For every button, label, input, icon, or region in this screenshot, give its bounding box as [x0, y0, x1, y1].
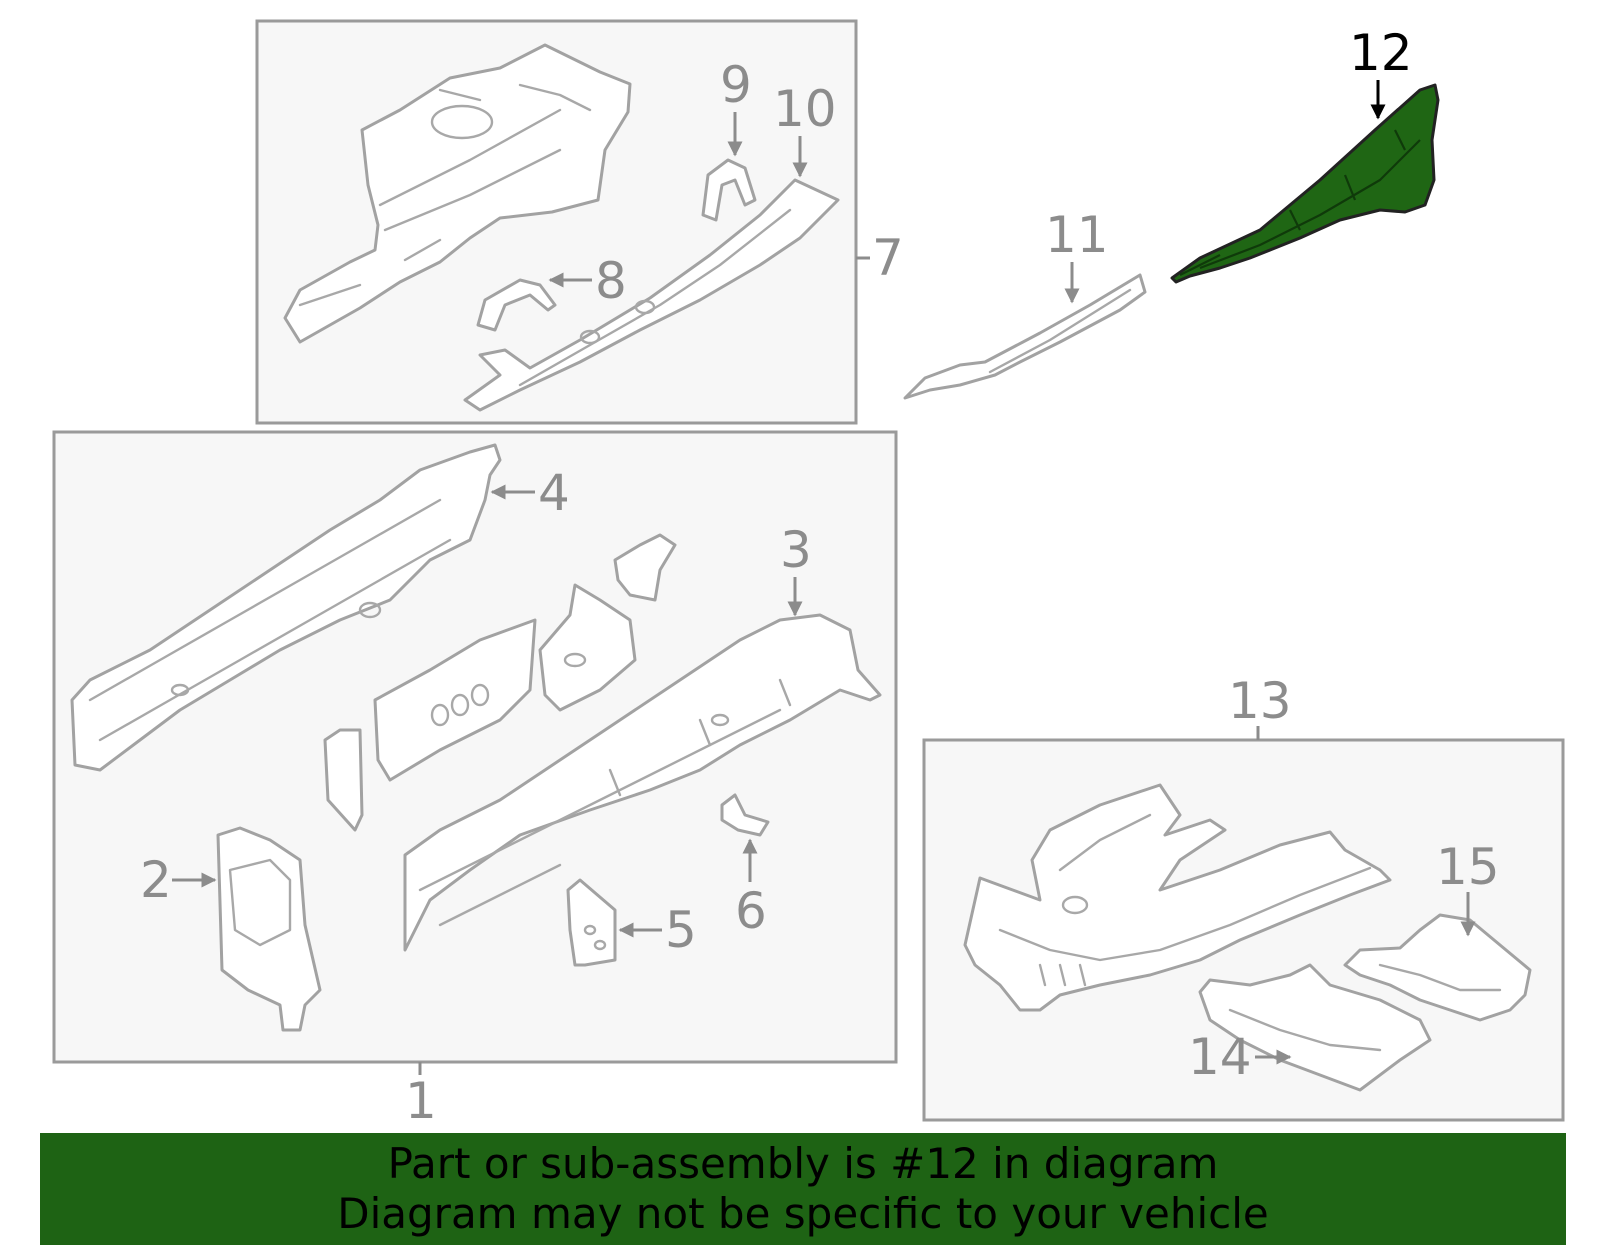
part-12-highlighted[interactable] [1170, 83, 1440, 284]
part-4-rail[interactable] [70, 443, 502, 772]
part-13-floor-assembly[interactable] [963, 783, 1392, 1012]
part-reinforcement-left[interactable] [323, 728, 364, 832]
info-banner: Part or sub-assembly is #12 in diagram D… [40, 1133, 1566, 1245]
part-5-bracket[interactable] [566, 878, 617, 967]
callout-6: 6 [735, 882, 767, 940]
callout-15: 15 [1436, 838, 1500, 896]
part-8-bracket[interactable] [476, 278, 557, 332]
part-2-bracket[interactable] [216, 826, 322, 1032]
callout-10: 10 [773, 80, 837, 138]
assembly-1-box [52, 430, 898, 1064]
part-small-bracket-top[interactable] [613, 533, 677, 602]
callout-12: 12 [1349, 24, 1413, 82]
callout-3: 3 [780, 521, 812, 579]
callout-7: 7 [872, 229, 904, 287]
part-3-rail[interactable] [403, 613, 882, 952]
part-15-bracket[interactable] [1343, 913, 1532, 1022]
callout-4: 4 [538, 464, 570, 522]
banner-line-2: Diagram may not be specific to your vehi… [337, 1189, 1269, 1238]
part-9-bracket[interactable] [701, 158, 757, 222]
part-6-bracket[interactable] [720, 793, 770, 837]
callout-5: 5 [665, 901, 697, 959]
part-panel-left[interactable] [373, 618, 537, 782]
callout-9: 9 [720, 56, 752, 114]
callout-14: 14 [1188, 1028, 1252, 1086]
part-7-floor-assembly[interactable] [283, 43, 632, 344]
banner-line-1: Part or sub-assembly is #12 in diagram [387, 1139, 1219, 1188]
part-11-rail[interactable] [903, 273, 1147, 400]
part-strut-bracket[interactable] [538, 583, 637, 712]
callout-11: 11 [1045, 206, 1109, 264]
part-10-rail[interactable] [463, 178, 840, 412]
callout-8: 8 [595, 252, 627, 310]
callout-2: 2 [140, 851, 172, 909]
callout-13: 13 [1228, 672, 1292, 730]
part-14-bracket[interactable] [1198, 963, 1432, 1092]
callout-1: 1 [405, 1072, 437, 1130]
